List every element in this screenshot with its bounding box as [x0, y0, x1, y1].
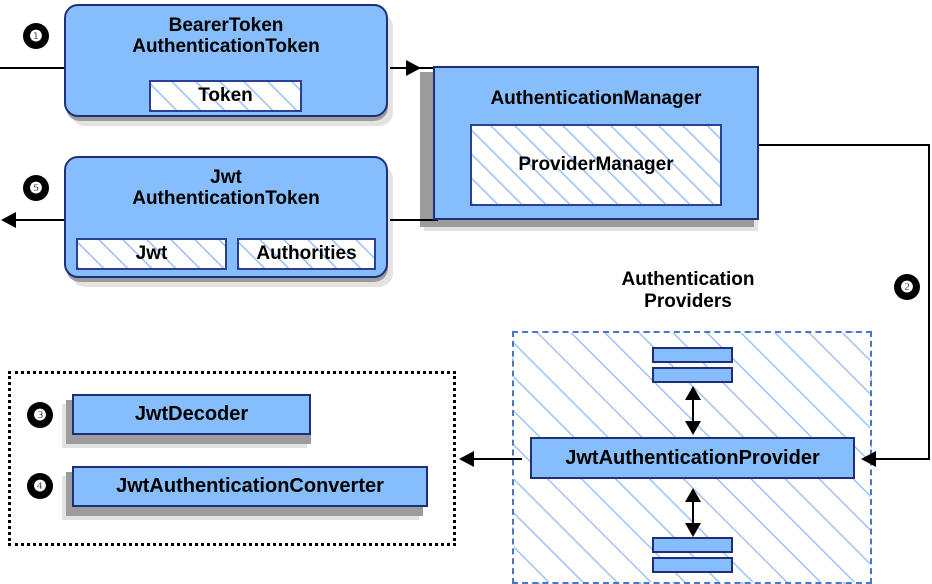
jwt-decoder-node[interactable]: JwtDecoder — [72, 394, 311, 435]
connector-provider-up-down-bottom — [692, 492, 694, 528]
connector-response-out — [16, 219, 66, 221]
arrowhead-provider-bottom-up — [685, 488, 701, 502]
connector-provider-to-components — [474, 458, 522, 460]
arrowhead-bearer-to-manager — [406, 60, 421, 76]
provider-placeholder-slab-1 — [652, 347, 733, 363]
provider-manager-box[interactable]: ProviderManager — [470, 124, 722, 206]
authentication-manager-title: AuthenticationManager — [490, 88, 702, 109]
arrowhead-provider-top-down — [685, 421, 701, 435]
provider-placeholder-slab-3 — [652, 537, 733, 553]
authorities-label: Authorities — [256, 243, 357, 264]
authentication-providers-caption: Authentication Providers — [568, 269, 808, 312]
connector-rail-vertical — [928, 144, 930, 459]
arrowhead-provider-bottom-down — [685, 523, 701, 537]
arrowhead-provider-top-up — [685, 386, 701, 400]
jwt-token-inner-jwt-box[interactable]: Jwt — [76, 238, 227, 270]
jwt-authentication-provider-node[interactable]: JwtAuthenticationProvider — [530, 437, 855, 479]
connector-rail-to-provider — [864, 458, 930, 460]
jwt-token-title-line1: Jwt — [210, 167, 242, 188]
jwt-authentication-converter-node[interactable]: JwtAuthenticationConverter — [72, 466, 428, 507]
connector-provider-up-down-top — [692, 390, 694, 426]
authentication-providers-caption-line1: Authentication — [621, 269, 755, 290]
jwt-token-inner-authorities-box[interactable]: Authorities — [237, 238, 376, 270]
step-badge-1: ❶ — [24, 24, 48, 48]
provider-manager-label: ProviderManager — [518, 154, 674, 175]
connector-request-in — [0, 67, 66, 69]
arrowhead-response-out — [1, 212, 16, 228]
jwt-authentication-converter-label: JwtAuthenticationConverter — [116, 475, 384, 498]
step-badge-5: ❺ — [24, 176, 48, 200]
token-label: Token — [198, 85, 253, 106]
step-badge-4: ❹ — [28, 474, 52, 498]
arrowhead-rail-to-provider — [861, 451, 876, 467]
jwt-label: Jwt — [135, 243, 168, 264]
arrowhead-provider-to-components — [459, 451, 474, 467]
jwt-authentication-provider-label: JwtAuthenticationProvider — [565, 446, 820, 469]
bearer-token-title-line2: AuthenticationToken — [132, 36, 320, 58]
step-badge-2: ❷ — [895, 275, 919, 299]
provider-placeholder-slab-4 — [652, 557, 733, 573]
step-badge-3: ❸ — [28, 403, 52, 427]
connector-manager-to-rail — [759, 144, 930, 146]
jwt-components-region — [8, 371, 456, 546]
authentication-providers-caption-line2: Providers — [644, 290, 732, 312]
bearer-token-inner-token-box[interactable]: Token — [149, 80, 302, 112]
connector-manager-to-jwt-token — [390, 219, 438, 221]
bearer-token-title-line1: BearerToken — [168, 15, 284, 36]
provider-placeholder-slab-2 — [652, 367, 733, 383]
jwt-decoder-label: JwtDecoder — [134, 403, 249, 426]
jwt-token-title-line2: AuthenticationToken — [132, 188, 320, 210]
